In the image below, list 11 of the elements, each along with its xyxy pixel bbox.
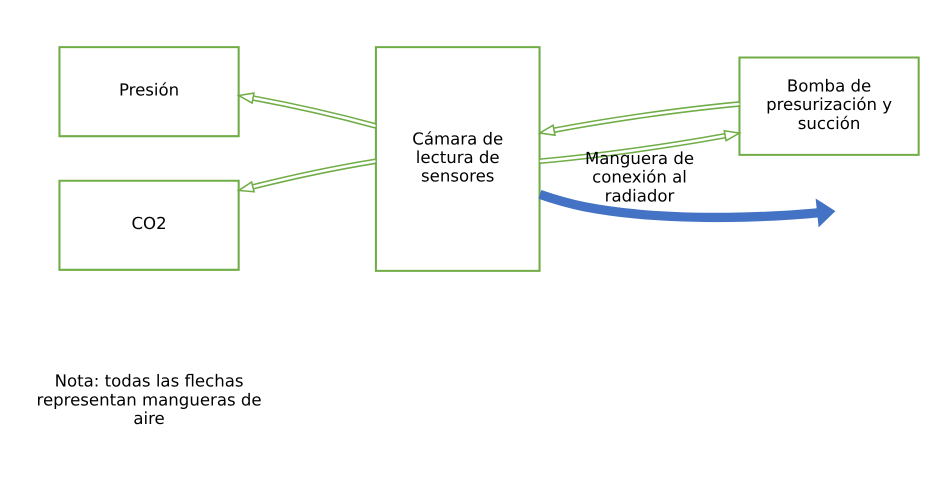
arrow	[538, 101, 740, 136]
arrow	[236, 92, 376, 129]
node-box: Bomba de presurización y succión	[738, 56, 920, 156]
node-box: CO2	[58, 180, 240, 271]
node-box: Cámara de lectura de sensores	[374, 46, 541, 272]
arrow	[540, 130, 742, 164]
node-box: Presión	[58, 46, 240, 138]
arrow	[538, 190, 836, 228]
arrow	[236, 158, 376, 193]
edge-label: Manguera de conexión al radiador	[584, 148, 694, 206]
label: Nota: todas las flechas representan mangueras de aire	[36, 372, 262, 428]
